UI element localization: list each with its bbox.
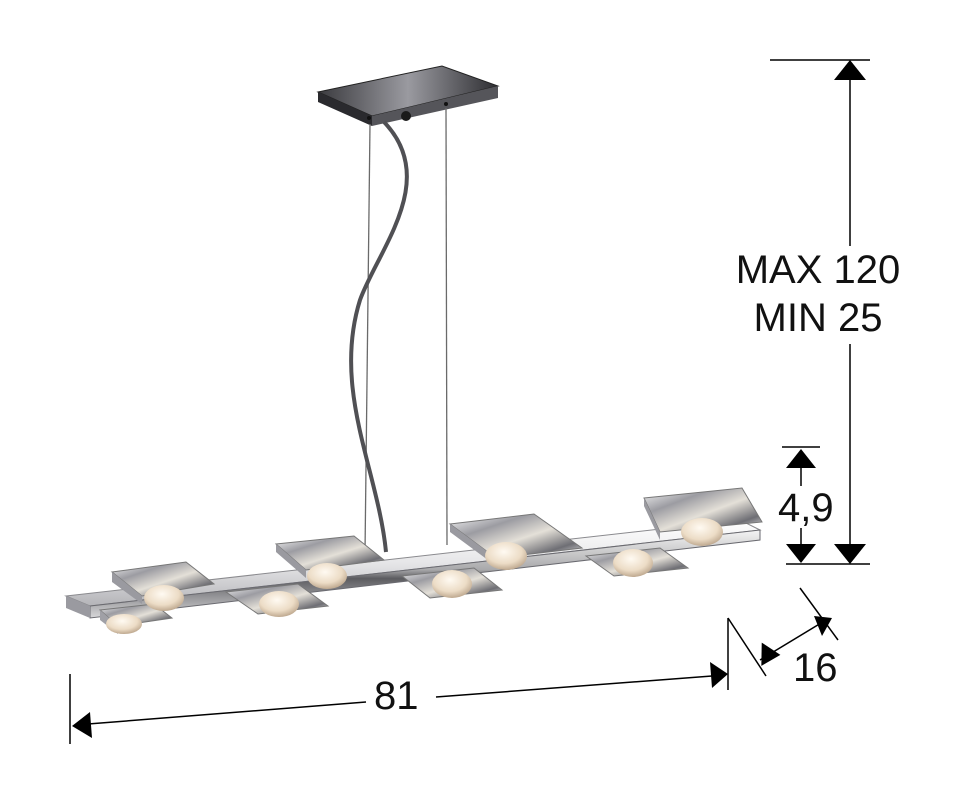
crystal-module-5 xyxy=(400,567,504,599)
arrow-down-icon xyxy=(786,544,816,563)
bulb-icon xyxy=(681,518,723,546)
ceiling-canopy xyxy=(316,65,500,126)
crystal-module-4 xyxy=(274,535,386,589)
crystal-module-7 xyxy=(584,547,690,577)
height-dimension-label: MAX 120 MIN 25 xyxy=(728,246,908,342)
height-dimension xyxy=(770,59,870,565)
height-min-label: MIN 25 xyxy=(753,296,883,340)
depth-label: 16 xyxy=(793,646,838,690)
suspension-cables xyxy=(349,107,448,554)
arrow-up-icon xyxy=(786,449,816,468)
bulb-icon xyxy=(432,570,472,598)
bulb-icon xyxy=(259,591,299,617)
bulb-icon xyxy=(144,585,184,611)
depth-extension-line-left xyxy=(727,617,767,677)
crystal-module-3 xyxy=(224,583,330,617)
arrow-left-icon xyxy=(72,712,92,738)
crystal-module-1 xyxy=(98,603,174,634)
bar-height-label: 4,9 xyxy=(776,486,836,530)
bulb-icon xyxy=(106,614,142,634)
crystal-module-6 xyxy=(448,513,584,570)
height-max-label: MAX 120 xyxy=(735,248,901,292)
length-label: 81 xyxy=(368,676,425,716)
bar-height-dimension xyxy=(782,446,820,563)
bulb-icon xyxy=(485,542,527,570)
canopy-screw-icon xyxy=(401,111,411,121)
power-cord xyxy=(349,120,409,553)
arrow-left-icon xyxy=(761,642,781,666)
depth-dimension xyxy=(727,587,839,677)
bulb-icon xyxy=(613,549,653,577)
length-dimension xyxy=(69,618,729,744)
crystal-module-2 xyxy=(110,561,216,611)
depth-extension-line-right xyxy=(799,587,839,641)
arrow-right-icon xyxy=(814,616,832,636)
bulb-icon xyxy=(307,563,347,589)
arrow-right-icon xyxy=(710,662,728,688)
arrow-down-icon xyxy=(834,544,866,564)
arrow-up-icon xyxy=(834,60,866,80)
crystal-module-8 xyxy=(643,487,763,546)
